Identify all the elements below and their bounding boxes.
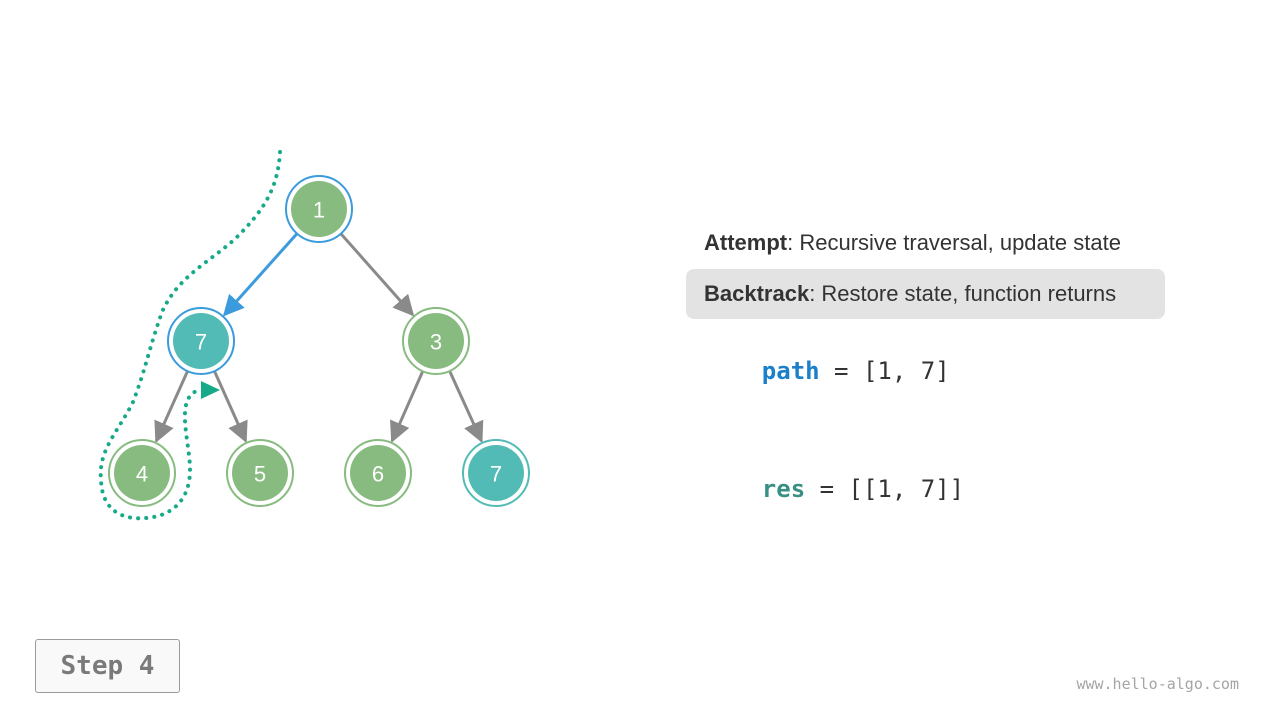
legend-backtrack-desc: : Restore state, function returns — [809, 281, 1117, 306]
tree-node-fill — [232, 445, 288, 501]
tree-node-label: 5 — [254, 462, 266, 487]
tree-edge-n1-n3 — [339, 232, 415, 317]
tree-node-label: 6 — [372, 462, 384, 487]
tree-node-n7b: 7 — [462, 439, 530, 507]
path-var-name: path — [761, 357, 820, 385]
tree-node-fill — [468, 445, 524, 501]
legend-backtrack: Backtrack: Restore state, function retur… — [686, 269, 1165, 319]
site-watermark: www.hello-algo.com — [1076, 675, 1239, 693]
traversal-trace — [98, 150, 282, 521]
tree-node-fill — [291, 181, 347, 237]
tree-node-n5: 5 — [226, 439, 294, 507]
path-var-value: = [1, 7] — [819, 357, 950, 385]
tree-edge-n3-n6 — [390, 370, 425, 443]
tree-edge-n3-n7b — [448, 370, 484, 444]
tree-node-label: 7 — [490, 462, 502, 487]
tree-node-n4: 4 — [108, 439, 176, 507]
res-var-name: res — [761, 475, 806, 503]
path-state-line: path = [1, 7] — [704, 329, 950, 413]
tree-edge-n7-n4 — [154, 370, 189, 443]
tree-node-label: 1 — [313, 198, 325, 223]
tree-node-n1: 1 — [285, 175, 353, 243]
traversal-arrowhead-icon — [201, 381, 220, 399]
tree-edges — [154, 232, 484, 444]
tree-nodes: 1 7 3 4 5 6 7 — [108, 175, 530, 507]
step-indicator: Step 4 — [35, 639, 180, 693]
res-var-value: = [[1, 7]] — [805, 475, 965, 503]
binary-tree-diagram: 1 7 3 4 5 6 7 — [98, 150, 530, 521]
tree-node-n6: 6 — [344, 439, 412, 507]
legend-backtrack-term: Backtrack — [704, 281, 810, 306]
tree-node-label: 3 — [430, 330, 442, 355]
tree-node-fill — [114, 445, 170, 501]
legend-attempt: Attempt: Recursive traversal, update sta… — [686, 218, 1165, 268]
res-state-line: res = [[1, 7]] — [704, 447, 964, 531]
legend-attempt-desc: : Recursive traversal, update state — [787, 230, 1121, 255]
tree-node-n7: 7 — [167, 307, 235, 375]
tree-node-fill — [173, 313, 229, 369]
tree-node-n3: 3 — [402, 307, 470, 375]
traversal-path-line — [98, 150, 282, 521]
tree-edge-n7-n5 — [213, 370, 248, 443]
legend-attempt-term: Attempt — [704, 230, 788, 255]
tree-node-label: 7 — [195, 330, 207, 355]
tree-node-label: 4 — [136, 462, 148, 487]
tree-edge-n1-n7 — [222, 232, 299, 317]
tree-node-fill — [408, 313, 464, 369]
tree-node-fill — [350, 445, 406, 501]
